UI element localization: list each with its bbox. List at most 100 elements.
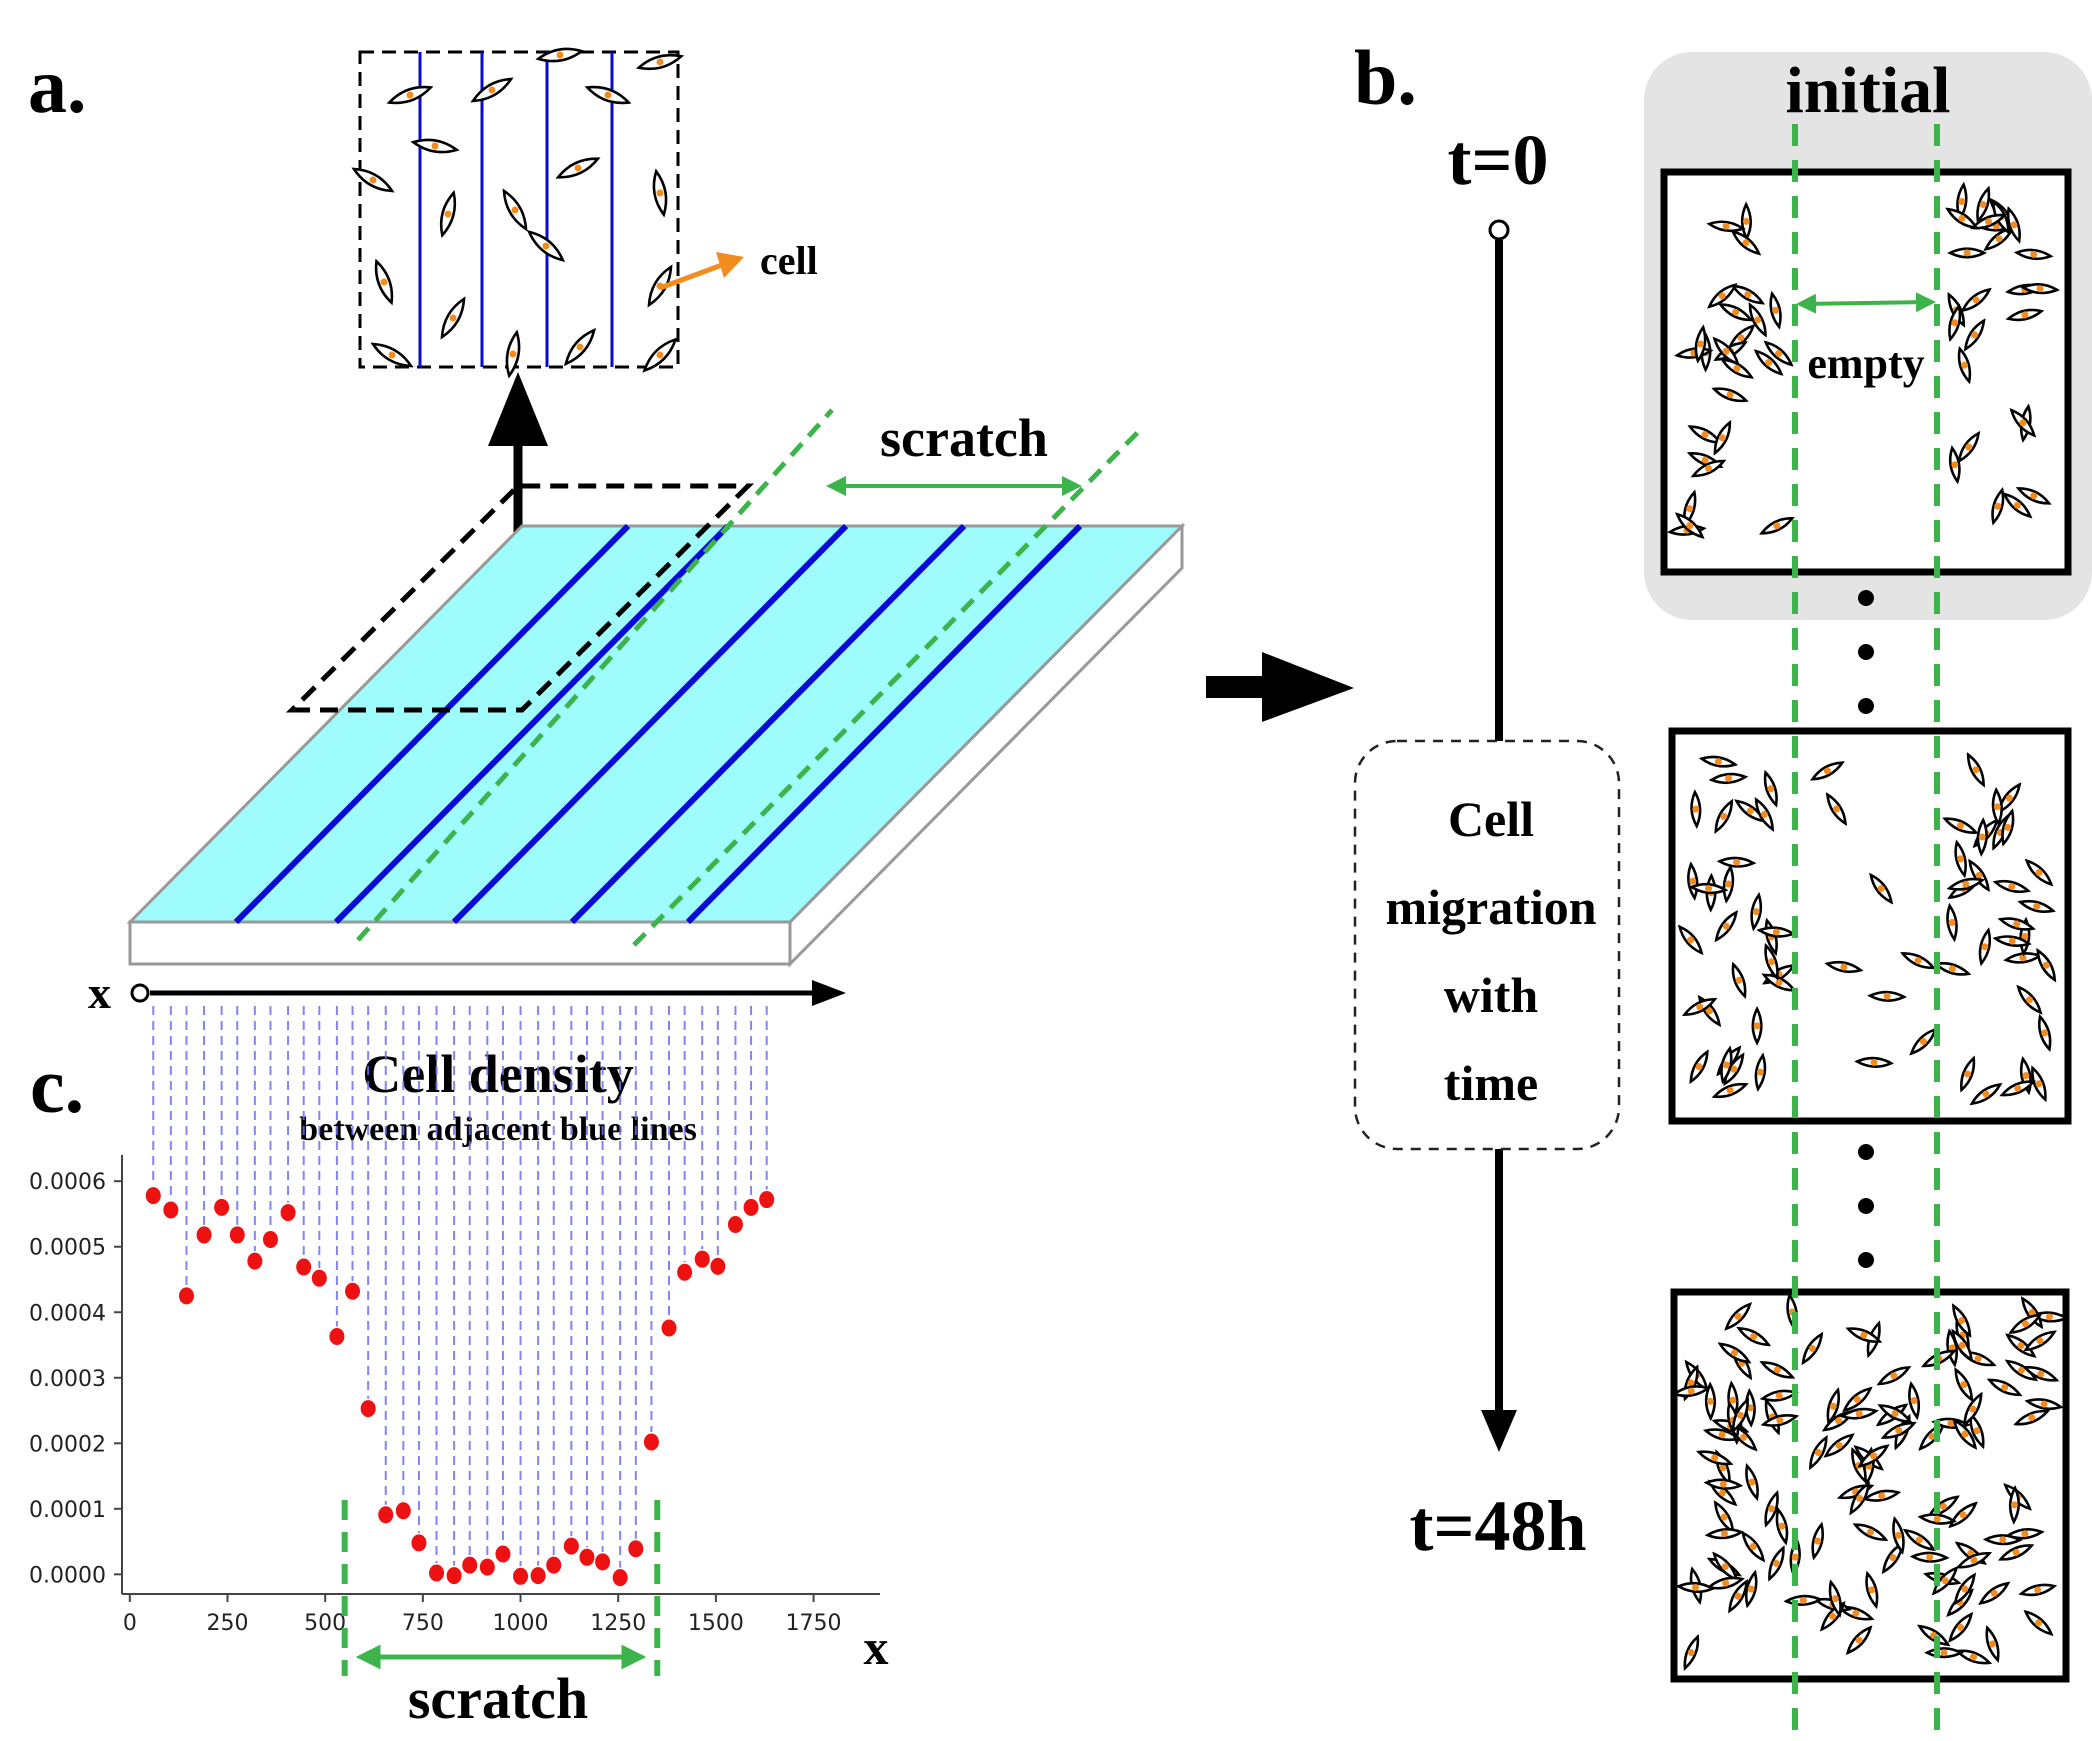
cell-icon <box>386 85 434 105</box>
data-point <box>694 1250 710 1268</box>
cell-icon <box>1750 892 1763 932</box>
cell-icon <box>2016 984 2043 1015</box>
cell-icon <box>1753 349 1784 376</box>
cell-icon <box>439 189 457 239</box>
cell-icon <box>1744 1569 1758 1609</box>
cell-icon <box>2037 1013 2052 1053</box>
density-chart: 0.00000.00010.00020.00030.00040.00050.00… <box>29 1006 880 1676</box>
cell-icon <box>1811 1521 1825 1561</box>
cell-icon <box>2018 1583 2058 1597</box>
cell-icon <box>1954 1367 1974 1403</box>
projection-lines <box>152 1006 768 1568</box>
data-point <box>563 1537 579 1555</box>
cell-icon <box>1908 1380 1921 1421</box>
zoom-arrowhead <box>488 372 548 446</box>
cell-icon <box>1826 1387 1840 1426</box>
cell-icon <box>1991 487 2005 526</box>
cell-icon <box>1991 786 2003 827</box>
data-point <box>247 1252 263 1270</box>
cell-icon <box>1963 318 1986 352</box>
data-point <box>677 1263 693 1281</box>
data-point <box>495 1545 511 1563</box>
cell-icon <box>1828 1579 1842 1618</box>
cell-icon <box>505 329 521 379</box>
cell-icon <box>2002 492 2033 519</box>
data-point <box>643 1433 659 1451</box>
data-point <box>446 1567 462 1585</box>
cell-icon <box>1969 1082 2003 1106</box>
cell-icon <box>1754 797 1775 832</box>
plate-scratch-label: scratch <box>880 408 1048 468</box>
data-point <box>727 1215 743 1233</box>
cell-pointer-arrow <box>659 259 731 291</box>
cell-icon <box>1695 1450 1734 1466</box>
time-start-label: t=0 <box>1447 120 1548 200</box>
cell-icon <box>1716 856 1757 868</box>
cell-icon <box>2013 1409 2051 1426</box>
cell-icon <box>1999 1080 2037 1097</box>
data-point <box>661 1319 677 1337</box>
cell-icon <box>1997 917 2036 931</box>
chart-scratch-guides <box>341 1500 661 1676</box>
cell-icon <box>1730 229 1762 256</box>
cell-icon <box>2004 1359 2039 1382</box>
cell-icon <box>1809 761 1845 781</box>
cell-icon <box>1880 1421 1917 1439</box>
cell-icon <box>1823 1433 1855 1458</box>
transition-arrow <box>1206 652 1354 722</box>
cell-icon <box>502 188 528 232</box>
chart-scratch-label: scratch <box>408 1666 588 1731</box>
data-point <box>595 1553 611 1571</box>
cell-icon <box>2008 1484 2020 1525</box>
cell-icon <box>1731 961 1747 1000</box>
cell-icon <box>2006 205 2021 244</box>
cell-icon <box>1712 336 1740 366</box>
x-tick-label: 1250 <box>590 1611 646 1636</box>
cell-icon <box>1698 755 1739 768</box>
cell-icon <box>1933 962 1972 976</box>
cell-icon <box>1759 1389 1799 1402</box>
cell-icon <box>2009 408 2037 438</box>
cell-icon <box>2023 1330 2057 1352</box>
cell-icon <box>1876 1366 1912 1386</box>
cell-icon <box>1966 752 1985 788</box>
cell-icon <box>1869 872 1894 905</box>
cell-icon <box>2022 1366 2060 1382</box>
well-cells <box>1667 181 2070 1671</box>
cell-icon <box>1978 1581 2011 1605</box>
cell-icon <box>652 168 668 218</box>
cell-icon <box>2024 858 2054 887</box>
cell-icon <box>1924 1647 1964 1659</box>
axis-origin <box>130 983 150 1003</box>
cell-icon <box>1953 1572 1976 1606</box>
cell-icon <box>1722 864 1735 904</box>
cell-icon <box>1731 1397 1749 1434</box>
cell-icon <box>1983 226 2015 252</box>
data-points <box>145 1187 775 1587</box>
data-point <box>178 1287 194 1305</box>
cell-icon <box>1845 1625 1873 1655</box>
y-tick-label: 0.0000 <box>29 1563 106 1588</box>
cell-icon <box>2017 899 2056 914</box>
cell-icon <box>1706 220 1746 233</box>
y-tick-label: 0.0003 <box>29 1367 106 1392</box>
cell-icon <box>1900 952 1937 970</box>
cell-icon <box>1707 283 1738 309</box>
data-point <box>329 1327 345 1345</box>
cell-icon <box>1917 1513 1957 1525</box>
cell-icon <box>410 138 460 154</box>
cell-icon <box>1690 789 1702 829</box>
cell-icon <box>1740 201 1752 242</box>
cell-icon <box>1960 1055 1976 1093</box>
cell-icon <box>1690 459 1727 478</box>
cell-icon <box>635 53 685 71</box>
cell-icon <box>1688 882 1729 895</box>
data-point <box>429 1564 445 1582</box>
cell-icon <box>470 77 514 103</box>
cell-icon <box>1839 1407 1879 1420</box>
cell-icon <box>1946 902 1958 943</box>
y-tick-label: 0.0005 <box>29 1236 106 1261</box>
data-point <box>214 1198 230 1216</box>
cell-icon <box>1969 1412 1985 1450</box>
data-point <box>345 1282 361 1300</box>
